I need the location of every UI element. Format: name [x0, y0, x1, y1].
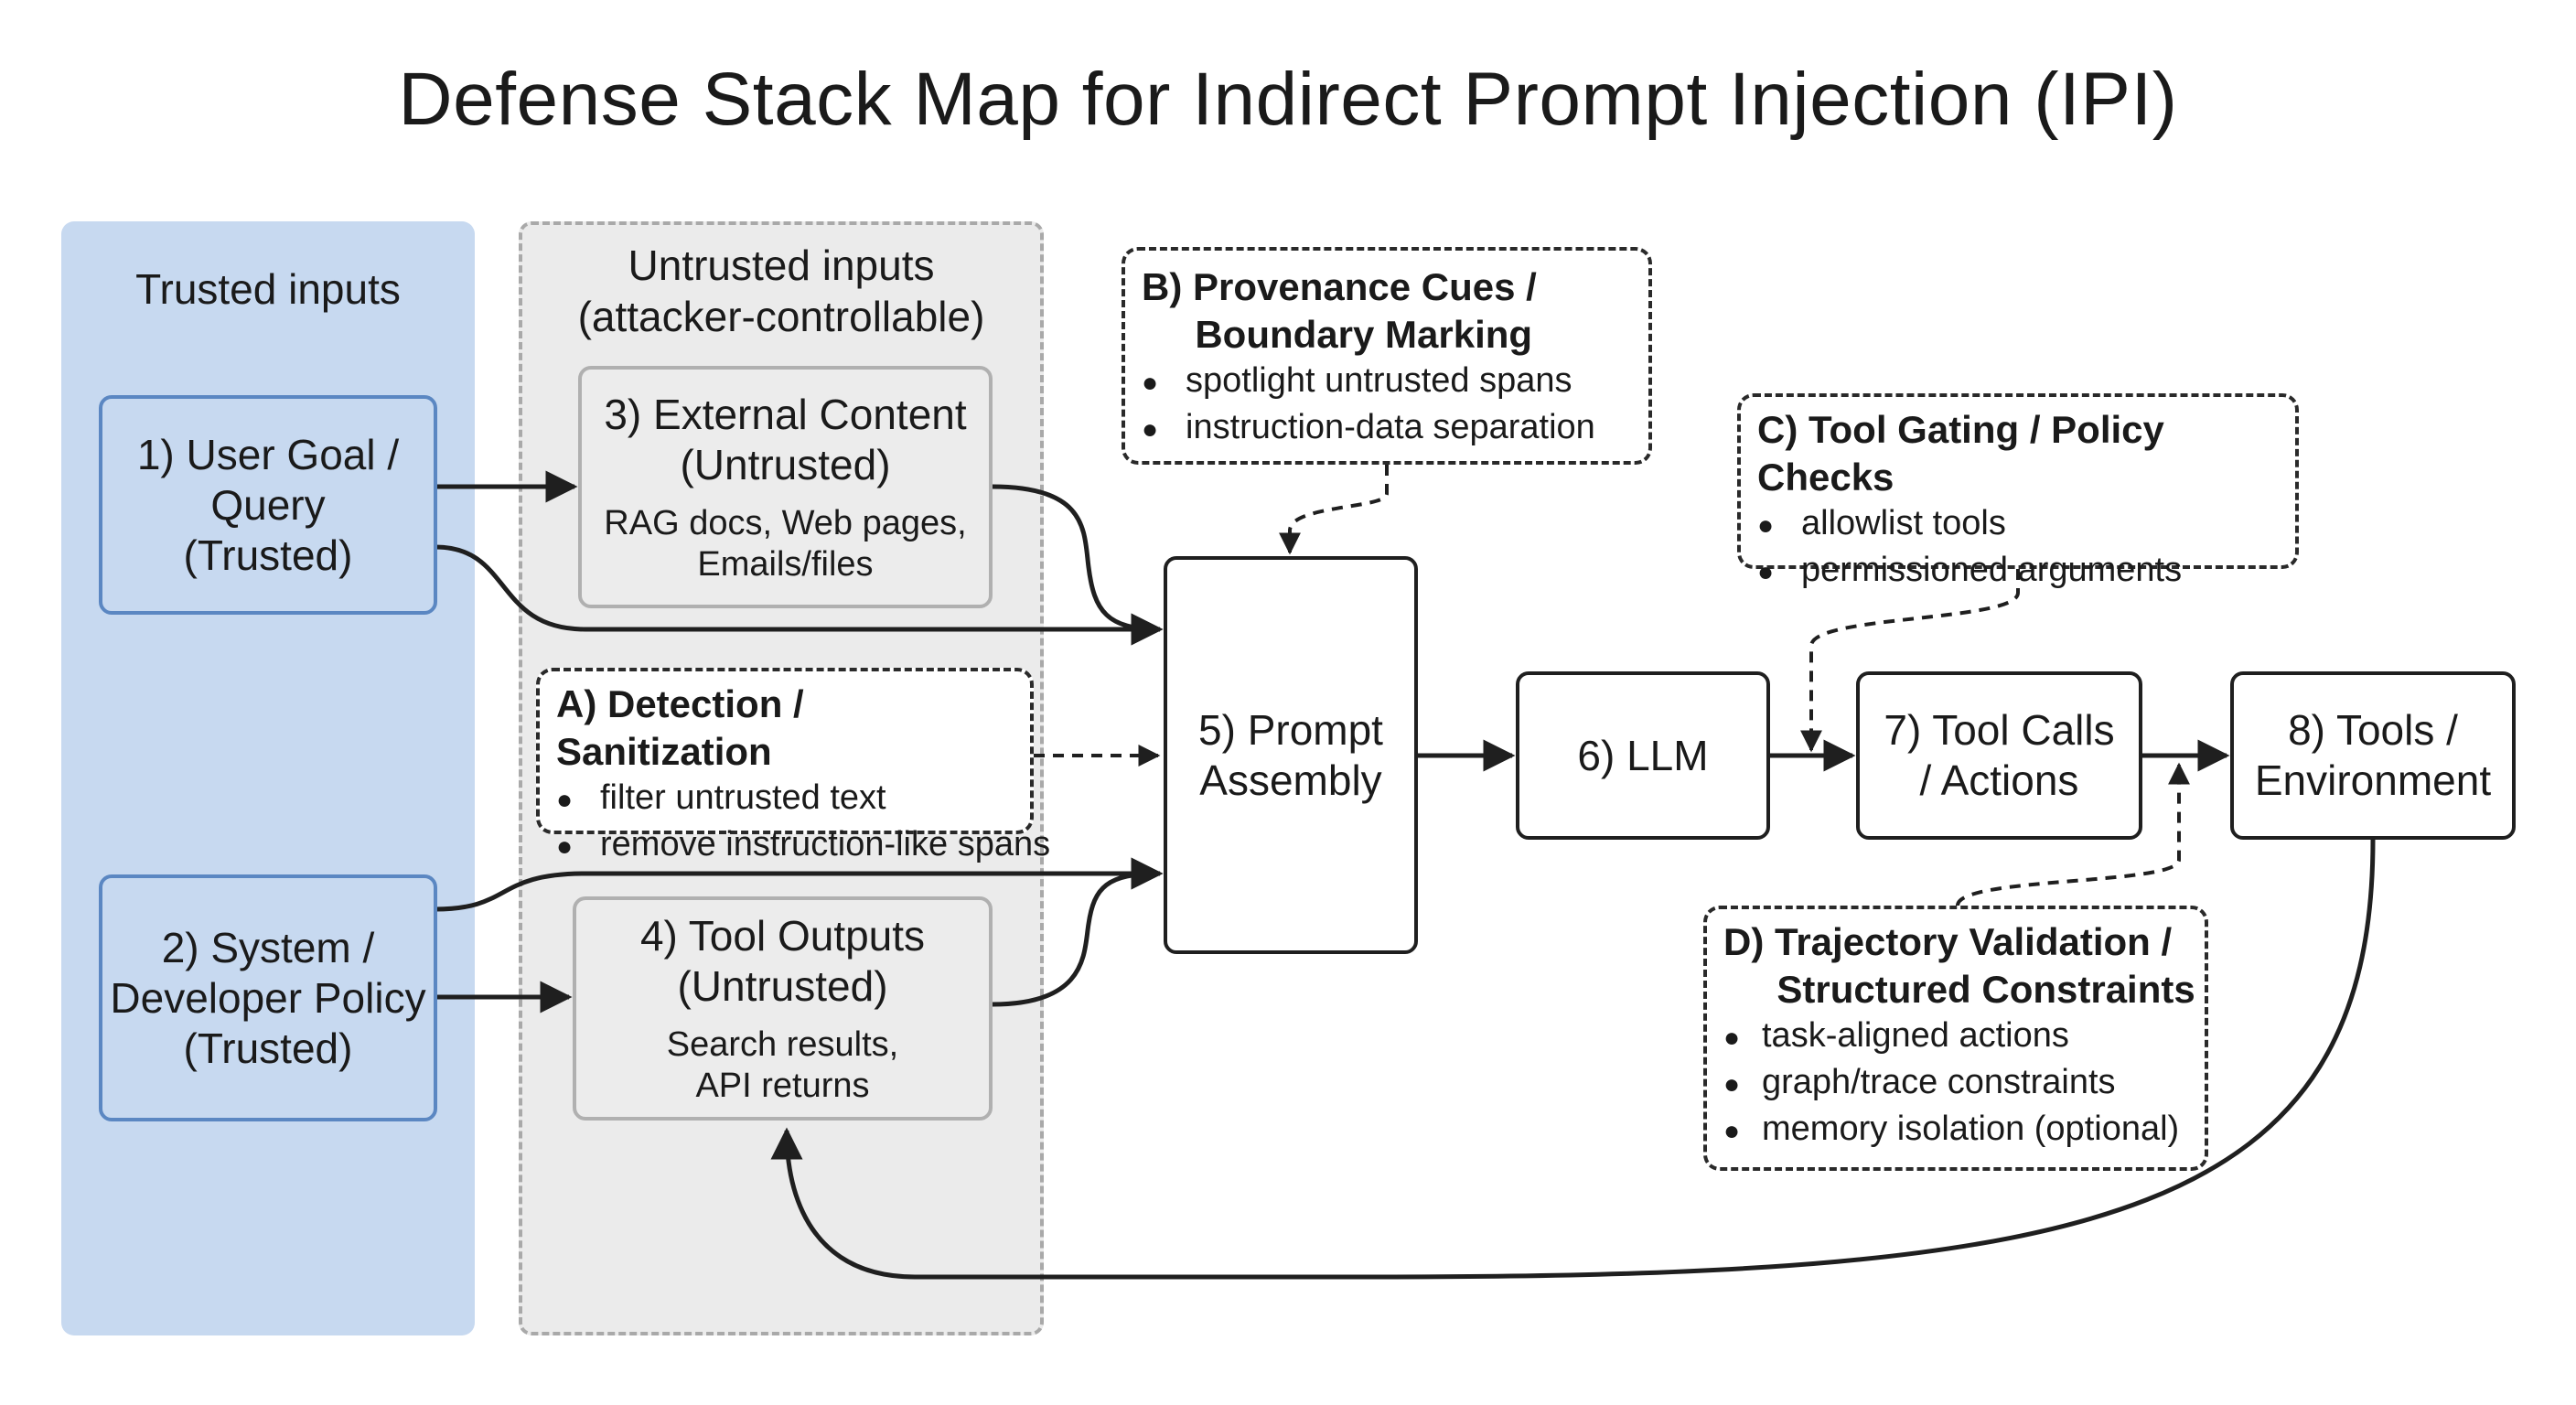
- node-prompt-assembly-title: 5) Prompt Assembly: [1198, 705, 1383, 804]
- defense-B-item: ● spotlight untrusted spans: [1142, 359, 1632, 405]
- bullet-icon: ●: [1142, 414, 1159, 445]
- node-llm-title: 6) LLM: [1577, 731, 1709, 779]
- defense-D-list: ● task-aligned actions ● graph/trace const…: [1723, 1014, 2188, 1153]
- bullet-icon: ●: [1723, 1069, 1741, 1099]
- defense-trajectory-validation[interactable]: D) Trajectory Validation / Structured Co…: [1703, 906, 2208, 1171]
- node-system-policy-title: 2) System / Developer Policy (Trusted): [110, 923, 426, 1072]
- bullet-icon: ●: [1723, 1023, 1741, 1053]
- node-tool-outputs[interactable]: 4) Tool Outputs (Untrusted) Search resul…: [573, 896, 993, 1121]
- diagram-title: Defense Stack Map for Indirect Prompt In…: [398, 58, 2178, 141]
- trusted-lane-label: Trusted inputs: [135, 265, 401, 313]
- node-external-content-sub: RAG docs, Web pages, Emails/files: [604, 503, 967, 584]
- bullet-icon: ●: [1142, 368, 1159, 398]
- defense-B-title: B) Provenance Cues / Boundary Marking: [1142, 265, 1537, 356]
- defense-C-item: ● permissioned arguments: [1757, 548, 2279, 595]
- defense-provenance-cues[interactable]: B) Provenance Cues / Boundary Marking ● s…: [1122, 247, 1652, 465]
- dashed-arrow-D-to-n7: [1956, 762, 2190, 906]
- node-system-policy[interactable]: 2) System / Developer Policy (Trusted): [99, 874, 437, 1121]
- node-tool-calls[interactable]: 7) Tool Calls / Actions: [1856, 671, 2142, 840]
- node-tools-environment-title: 8) Tools / Environment: [2254, 706, 2492, 804]
- defense-A-item: ● filter untrusted text: [556, 776, 1014, 822]
- arrow-n2-to-n5: [435, 857, 1164, 912]
- node-user-goal-title: 1) User Goal / Query (Trusted): [136, 430, 400, 579]
- defense-tool-gating[interactable]: C) Tool Gating / Policy Checks ● allowlis…: [1737, 393, 2299, 589]
- node-llm[interactable]: 6) LLM: [1516, 671, 1770, 840]
- defense-C-item-text: permissioned arguments: [1801, 551, 2183, 589]
- bullet-icon: ●: [556, 785, 574, 815]
- dashed-arrow-C-to-n7: [1800, 569, 2020, 753]
- node-tool-outputs-title: 4) Tool Outputs (Untrusted): [639, 911, 926, 1010]
- node-external-content-title: 3) External Content (Untrusted): [604, 390, 967, 488]
- arrow-n3-to-n5: [992, 484, 1164, 646]
- node-tool-outputs-sub: Search results, API returns: [666, 1024, 899, 1105]
- defense-C-list: ● allowlist tools ● permissioned arguments: [1757, 501, 2279, 595]
- defense-C-title: C) Tool Gating / Policy Checks: [1757, 408, 2164, 499]
- bullet-icon: ●: [1757, 557, 1775, 587]
- arrow-n4-to-n5: [992, 857, 1164, 1007]
- bullet-icon: ●: [556, 831, 574, 862]
- defense-A-title: A) Detection / Sanitization: [556, 682, 804, 773]
- defense-D-item-text: graph/trace constraints: [1762, 1063, 2116, 1101]
- defense-C-item-text: allowlist tools: [1801, 504, 2006, 542]
- node-tool-calls-title: 7) Tool Calls / Actions: [1884, 706, 2115, 804]
- defense-A-item-text: remove instruction-like spans: [600, 825, 1051, 863]
- defense-D-item-text: memory isolation (optional): [1762, 1110, 2180, 1148]
- defense-B-list: ● spotlight untrusted spans ● instruction-…: [1142, 359, 1632, 452]
- arrow-n1-to-n5: [435, 544, 1164, 646]
- defense-D-item: ● task-aligned actions: [1723, 1014, 2188, 1060]
- node-tools-environment[interactable]: 8) Tools / Environment: [2230, 671, 2516, 840]
- dashed-arrow-B-to-n5: [1279, 465, 1389, 555]
- defense-A-item: ● remove instruction-like spans: [556, 822, 1050, 869]
- defense-B-item-text: spotlight untrusted spans: [1186, 361, 1572, 400]
- defense-C-item: ● allowlist tools: [1757, 501, 2279, 548]
- bullet-icon: ●: [1757, 510, 1775, 541]
- defense-D-title: D) Trajectory Validation / Structured Co…: [1723, 920, 2195, 1011]
- defense-A-list: ● filter untrusted text ● remove instructi…: [556, 776, 1050, 869]
- arrow-n8-to-n4: [770, 839, 2376, 1280]
- node-user-goal[interactable]: 1) User Goal / Query (Trusted): [99, 395, 437, 615]
- bullet-icon: ●: [1723, 1116, 1741, 1146]
- node-external-content[interactable]: 3) External Content (Untrusted) RAG docs…: [578, 366, 993, 608]
- defense-detection-sanitization[interactable]: A) Detection / Sanitization ● filter untr…: [536, 668, 1050, 863]
- defense-D-item: ● graph/trace constraints: [1723, 1060, 2188, 1107]
- defense-D-item: ● memory isolation (optional): [1723, 1107, 2188, 1153]
- defense-A-item-text: filter untrusted text: [600, 778, 886, 817]
- node-prompt-assembly[interactable]: 5) Prompt Assembly: [1164, 556, 1418, 954]
- untrusted-lane-label: Untrusted inputs (attacker-controllable): [577, 241, 985, 340]
- defense-B-item: ● instruction-data separation: [1142, 405, 1632, 452]
- defense-D-item-text: task-aligned actions: [1762, 1016, 2069, 1055]
- defense-B-item-text: instruction-data separation: [1186, 408, 1595, 446]
